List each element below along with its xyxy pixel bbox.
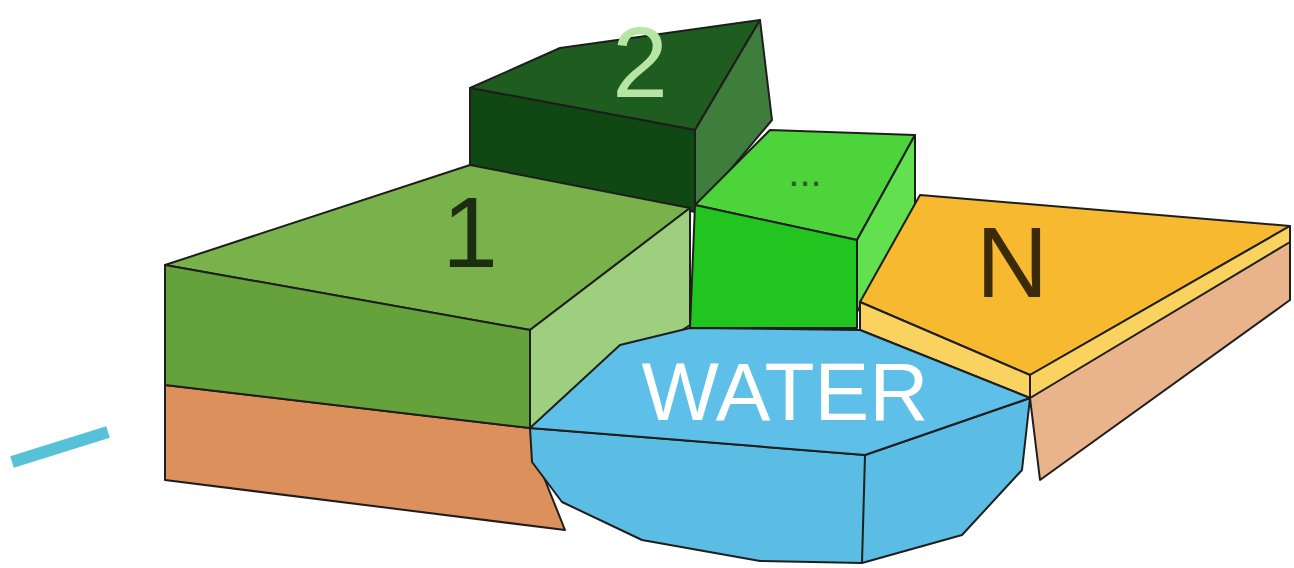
unit-label: ... [788, 152, 821, 192]
block-face [690, 205, 857, 328]
unit-label: WATER [642, 351, 929, 433]
block-face [1030, 226, 1290, 398]
block-face [165, 265, 530, 428]
block-edge [862, 455, 865, 563]
unit-label: 2 [612, 12, 668, 112]
unit-label: N [976, 212, 1048, 312]
unit-label: 1 [442, 182, 498, 282]
water-inflow-mark [12, 432, 108, 462]
block-face [530, 328, 1030, 455]
water-body: WATER [530, 328, 1030, 563]
